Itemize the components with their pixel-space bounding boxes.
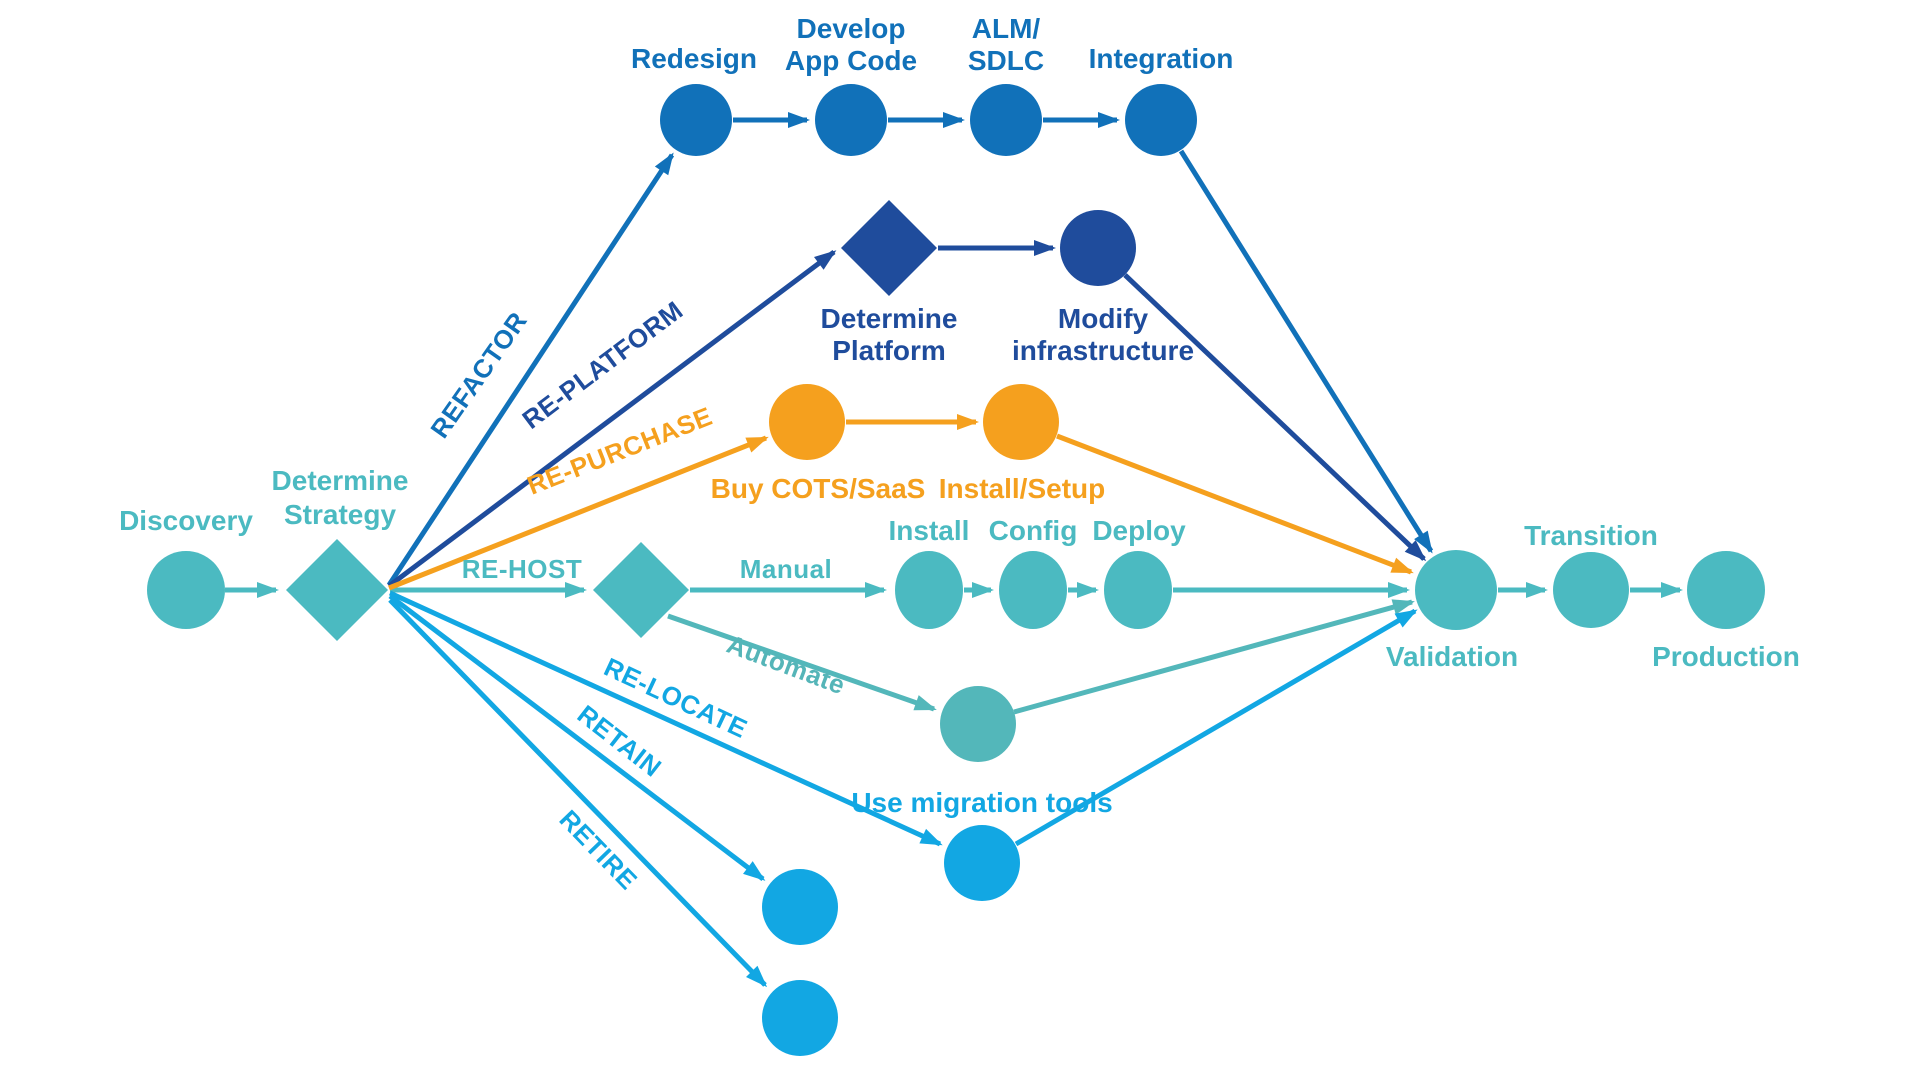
node-alm-sdlc — [970, 84, 1042, 156]
edge-retain-line — [388, 594, 766, 881]
label-determine-strategy-2: Strategy — [284, 499, 396, 530]
edge-automate-to-validation — [1013, 599, 1415, 715]
node-develop-app-code — [815, 84, 887, 156]
edge-replatform-line — [387, 250, 837, 588]
label-alm-1: ALM/ — [972, 13, 1041, 44]
node-discovery — [147, 551, 225, 629]
label-re-platform: RE-PLATFORM — [517, 295, 689, 435]
label-transition: Transition — [1524, 520, 1658, 551]
label-install-setup: Install/Setup — [939, 473, 1105, 504]
label-config: Config — [989, 515, 1078, 546]
label-redesign: Redesign — [631, 43, 757, 74]
node-install — [895, 551, 963, 629]
node-production — [1687, 551, 1765, 629]
edge-migrationtools-to-validation — [1014, 608, 1418, 847]
label-modify-1: Modify — [1058, 303, 1149, 334]
edges — [225, 112, 1683, 988]
node-retire — [762, 980, 838, 1056]
label-integration: Integration — [1089, 43, 1234, 74]
label-determine-platform-2: Platform — [832, 335, 946, 366]
edge-repurchase-line — [388, 435, 769, 591]
label-modify-2: infrastructure — [1012, 335, 1194, 366]
label-production: Production — [1652, 641, 1800, 672]
label-validation: Validation — [1386, 641, 1518, 672]
node-redesign — [660, 84, 732, 156]
node-automate — [940, 686, 1016, 762]
label-deploy: Deploy — [1092, 515, 1186, 546]
edge-integration-to-validation — [1178, 149, 1434, 554]
label-use-migration-tools: Use migration tools — [851, 787, 1112, 818]
edge-modify-to-validation — [1123, 273, 1427, 562]
node-determine-platform-diamond — [841, 200, 937, 296]
node-integration — [1125, 84, 1197, 156]
node-install-setup — [983, 384, 1059, 460]
label-alm-2: SDLC — [968, 45, 1044, 76]
node-buy-cots-saas — [769, 384, 845, 460]
label-refactor: REFACTOR — [424, 306, 533, 443]
node-retain — [762, 869, 838, 945]
label-develop-1: Develop — [797, 13, 906, 44]
label-discovery: Discovery — [119, 505, 253, 536]
node-rehost-diamond — [593, 542, 689, 638]
node-use-migration-tools — [944, 825, 1020, 901]
label-develop-2: App Code — [785, 45, 917, 76]
node-deploy — [1104, 551, 1172, 629]
label-buy-cots-saas: Buy COTS/SaaS — [711, 473, 926, 504]
label-install: Install — [889, 515, 970, 546]
node-determine-strategy-diamond — [286, 539, 388, 641]
edge-relocate-line — [388, 590, 943, 847]
label-determine-platform-1: Determine — [821, 303, 958, 334]
node-transition — [1553, 552, 1629, 628]
edge-automate-line — [667, 613, 937, 712]
label-manual: Manual — [740, 554, 833, 584]
label-determine-strategy-1: Determine — [272, 465, 409, 496]
node-modify-infrastructure — [1060, 210, 1136, 286]
node-config — [999, 551, 1067, 629]
label-automate: Automate — [723, 629, 850, 700]
edge-retire-line — [388, 598, 768, 988]
node-labels: Discovery Determine Strategy Redesign De… — [119, 13, 1800, 818]
label-re-host: RE-HOST — [462, 554, 583, 584]
node-validation — [1415, 550, 1497, 630]
edge-refactor-line — [386, 152, 675, 587]
edge-installsetup-to-validation — [1056, 433, 1414, 575]
nodes — [147, 84, 1765, 1056]
